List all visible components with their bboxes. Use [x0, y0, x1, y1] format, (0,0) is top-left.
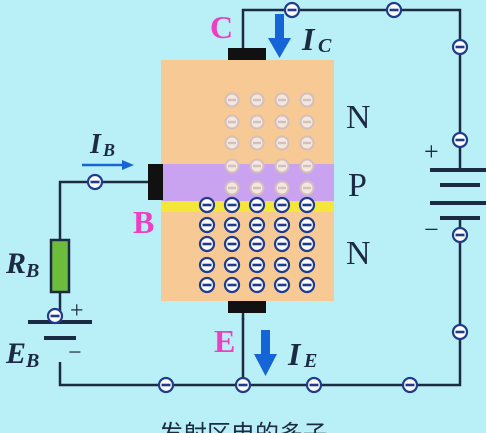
base-resistor: [49, 238, 71, 294]
electron: [298, 235, 316, 253]
emitter-contact: [228, 301, 266, 313]
region-n-top-label: N: [346, 99, 371, 136]
electron-faded: [224, 135, 240, 151]
electron: [248, 216, 266, 234]
ic-label: I C: [301, 21, 332, 57]
svg-text:E: E: [303, 350, 317, 372]
svg-text:R: R: [5, 247, 26, 280]
electron: [223, 216, 241, 234]
electron: [273, 216, 291, 234]
eb-plus-sign: +: [70, 298, 84, 324]
electron: [248, 276, 266, 294]
electron-faded: [299, 114, 315, 130]
electron-faded: [249, 158, 265, 174]
eb-label: E B: [5, 337, 39, 372]
wire-electron: [451, 131, 469, 149]
electron: [248, 235, 266, 253]
electron: [298, 256, 316, 274]
electron-faded: [224, 180, 240, 196]
wire-electron: [401, 376, 419, 394]
ec-plus-sign: +: [424, 137, 439, 166]
wire-electron: [283, 1, 301, 19]
electron-faded: [299, 92, 315, 108]
wire-electron: [305, 376, 323, 394]
electron: [248, 196, 266, 214]
emitter-label: E: [214, 323, 235, 359]
svg-text:I: I: [89, 129, 102, 160]
collector-current-arrow: [268, 14, 291, 58]
pn-junction: [161, 201, 334, 212]
wire-electron: [46, 307, 64, 325]
electron-faded: [274, 180, 290, 196]
electron-faded: [299, 180, 315, 196]
electron: [198, 276, 216, 294]
electron-faded: [274, 114, 290, 130]
collector-contact: [228, 48, 266, 60]
electron: [248, 256, 266, 274]
circuit-wires: [58, 8, 462, 387]
electron-faded: [249, 180, 265, 196]
ib-label: I B: [89, 129, 115, 160]
electron: [273, 196, 291, 214]
electron: [198, 196, 216, 214]
electron-faded: [224, 92, 240, 108]
eb-minus-sign: −: [68, 340, 82, 366]
electron: [273, 235, 291, 253]
region-p-label: P: [348, 167, 367, 204]
wire-electron: [234, 376, 252, 394]
electron-faded: [249, 135, 265, 151]
base-contact: [148, 164, 163, 200]
electron-faded: [249, 114, 265, 130]
base-battery: [28, 320, 92, 340]
base-label: B: [133, 204, 154, 240]
emitter-current-arrow: [254, 330, 277, 376]
svg-text:B: B: [25, 260, 39, 282]
electron: [198, 256, 216, 274]
electron: [273, 276, 291, 294]
electron-faded: [274, 135, 290, 151]
svg-text:I: I: [287, 336, 302, 372]
electron: [298, 276, 316, 294]
collector-battery: [430, 168, 486, 220]
electron-faded: [299, 158, 315, 174]
wire-electron: [451, 323, 469, 341]
electron: [223, 196, 241, 214]
base-current-arrow: [82, 160, 134, 170]
rb-label: R B: [5, 247, 39, 282]
electron: [223, 235, 241, 253]
electron-faded: [299, 135, 315, 151]
wire-electron: [86, 173, 104, 191]
electron-faded: [274, 158, 290, 174]
caption: 发射区电的多子: [159, 420, 327, 433]
region-n-bottom-label: N: [346, 235, 371, 272]
electron: [273, 256, 291, 274]
wire-electron: [157, 376, 175, 394]
svg-text:E: E: [5, 337, 26, 370]
electron: [298, 216, 316, 234]
wire-electron: [385, 1, 403, 19]
svg-text:B: B: [25, 350, 39, 372]
electron: [198, 235, 216, 253]
electron-faded: [274, 92, 290, 108]
ec-minus-sign: −: [424, 215, 439, 244]
svg-text:C: C: [318, 35, 332, 57]
electron-faded: [224, 158, 240, 174]
collector-label: C: [210, 9, 233, 45]
svg-text:I: I: [301, 21, 316, 57]
electron: [198, 216, 216, 234]
electron: [223, 256, 241, 274]
wire-electron: [451, 226, 469, 244]
svg-text:B: B: [102, 140, 115, 160]
electron: [298, 196, 316, 214]
electron: [223, 276, 241, 294]
electron-faded: [249, 92, 265, 108]
electron-faded: [224, 114, 240, 130]
ie-label: I E: [287, 336, 317, 372]
wire-electron: [451, 38, 469, 56]
